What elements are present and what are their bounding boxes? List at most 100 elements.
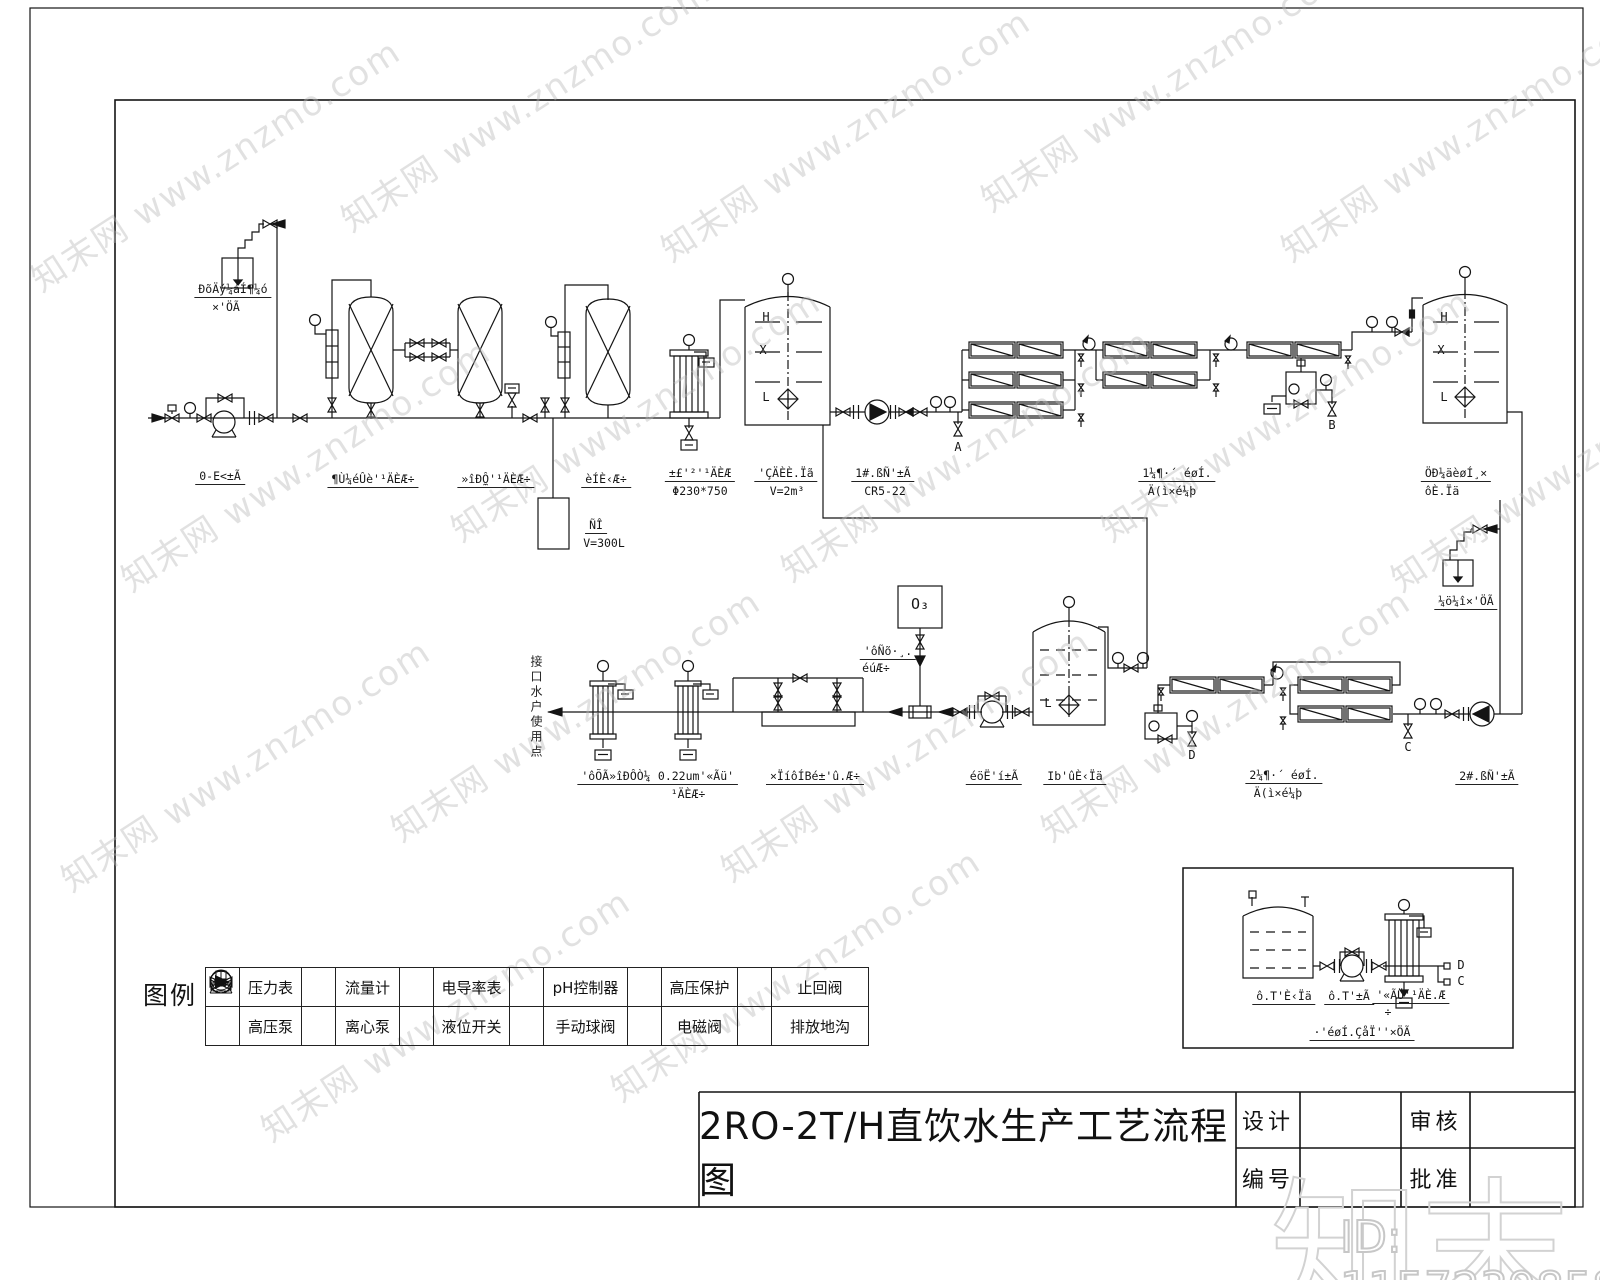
usage-point-note: 接口水户使用点 [529, 655, 543, 760]
level-high: H [1440, 310, 1448, 324]
activated-carbon-vessel [457, 296, 520, 418]
check-valve-icon [209, 968, 772, 1006]
media-filter-vessel [292, 279, 394, 423]
level-low: L [762, 390, 770, 404]
legend-row: 高压泵 离心泵 LS 液位开关 手动球阀 电磁阀 排放地沟 [206, 969, 868, 1045]
pipe-transfer [822, 425, 1148, 668]
level-high: H [762, 310, 770, 324]
label-product-tank: Ib'ûÈ‹Ïä [1043, 769, 1107, 785]
label-pure-tank: 'ÇÄÈÈ.Ïã [754, 466, 818, 482]
flocculant-dosing-unit [221, 219, 286, 418]
pure-water-tank [744, 272, 831, 426]
label-ro-stage1: 1¼¶·´ éøÍ. [1138, 466, 1216, 482]
approve-label: 批准 [1409, 1167, 1462, 1193]
label-cip-filter-2: ÷ [1384, 1005, 1392, 1019]
legend-label: 高压保护 [662, 968, 738, 1006]
softener-vessel [540, 284, 631, 418]
raw-water-pump [211, 410, 237, 438]
level-switch-icon: LS [209, 970, 434, 1045]
legend-label: 液位开关 [434, 1007, 510, 1045]
label-intermediate-tank: ÖÐ¼äèøÍ¸× [1420, 466, 1492, 482]
ozone-symbol: O₃ [910, 595, 930, 613]
ro-stage1 [961, 297, 1423, 428]
valve-manifold [393, 338, 458, 362]
cip-terminal-d: D [1457, 958, 1465, 972]
label-ro-stage2-2: Ä(ì×é¼þ [1253, 786, 1303, 800]
review-label: 审核 [1409, 1110, 1462, 1135]
inner-border [114, 99, 1576, 1208]
hp-pump-icon [206, 970, 240, 1045]
point-a: A [954, 440, 962, 454]
alkali-dosing-unit [1442, 500, 1501, 714]
label-carbon-filter: »îÐÔ̼'¹ÄÈÆ÷ [457, 472, 535, 488]
level-mid: X [1437, 343, 1445, 357]
legend-label: 电导率表 [434, 968, 510, 1006]
legend-label: 离心泵 [336, 1007, 400, 1045]
design-label: 设计 [1241, 1110, 1294, 1135]
label-alkali-dosing: ¼ö¼î×'ÖÃ [1434, 594, 1498, 610]
circulation-pump [979, 700, 1005, 728]
level-mid: X [759, 343, 767, 357]
cip-inset [1182, 867, 1514, 1049]
legend-label: 高压泵 [240, 1007, 302, 1045]
label-pure-tank-volume: V=2m³ [769, 484, 805, 498]
label-salt-tank: ÑÎ [585, 518, 607, 534]
ozone-generator [897, 585, 943, 706]
label-hp-pump1: 1#.ßÑ'±Ã [851, 466, 915, 482]
label-cip-tank: ô.T'È‹Ïä [1252, 989, 1316, 1005]
label-media-filter: ¶Ù¼éÛè'¹ÄÈÆ÷ [327, 472, 419, 488]
hp-pump-2 [1469, 701, 1495, 727]
label-salt-volume: V=300L [583, 536, 625, 550]
label-softener: èÍÈ‹Æ÷ [581, 472, 631, 488]
label-ozone: 'ôÑõ·¸. [859, 644, 917, 660]
point-b: B [1328, 418, 1336, 432]
product-tank [1032, 595, 1106, 726]
ball-valve-icon [209, 976, 544, 1045]
point-d: D [1188, 748, 1196, 762]
drain-icon [212, 971, 772, 1045]
security-filter [669, 333, 715, 451]
label-hp-pump1-model: CR5-22 [864, 484, 906, 498]
uv-sterilizer [732, 673, 864, 727]
label-cip-caption: ·'éøÍ.ÇåÏ''×ÖÃ [1309, 1025, 1415, 1041]
drawing-title: 2RO-2T/H直饮水生产工艺流程图 [699, 1104, 1229, 1202]
label-uv-sterilizer: ×ÏíôÍBé±'û.Æ÷ [765, 769, 865, 785]
ro-stage2 [1098, 626, 1401, 747]
filter-022um [674, 659, 719, 761]
label-dosing1-2: ×'ÖÃ [212, 300, 240, 314]
label-hp-pump2: 2#.ßÑ'±Ã [1455, 769, 1519, 785]
label-cip-pump: ô.T'±Ã [1324, 989, 1374, 1005]
label-security-size: Φ230*750 [672, 484, 728, 498]
legend-title: 图例 [143, 981, 198, 1010]
point-c: C [1404, 740, 1412, 754]
legend-label: 压力表 [240, 968, 302, 1006]
label-raw-water-pump: 0-E<±Ã [195, 469, 245, 485]
label-filter022: 0.22um'«Ãü' [653, 769, 739, 785]
intermediate-tank [1422, 265, 1523, 714]
legend-label: 流量计 [336, 968, 400, 1006]
label-security-filter: ±£'²'¹ÄÈÆ [664, 466, 736, 482]
level-low: L [1044, 696, 1052, 710]
legend-row: PI 压力表 FI 流量计 CI 电导率表 pH pH控制器 HPS 高压保护 … [206, 968, 868, 1006]
label-carbon-polish: 'ôÕÃ»îÐÔÒ¼ [577, 769, 655, 785]
label-intermediate-tank-2: ôÈ.Ïä [1424, 484, 1460, 498]
legend-label: 排放地沟 [789, 1017, 850, 1036]
label-ozone-2: éúÆ÷ [862, 661, 890, 675]
legend-label: pH控制器 [544, 968, 628, 1006]
legend-label: 电磁阀 [662, 1007, 738, 1045]
carbon-polish-filter [589, 659, 634, 761]
salt-tank [537, 418, 570, 550]
number-label: 编号 [1241, 1167, 1294, 1193]
label-ro-stage2: 2¼¶·´ éøÍ. [1245, 768, 1323, 784]
level-low: L [1440, 390, 1448, 404]
pipe-feed [148, 299, 745, 419]
title-block-grid [698, 1091, 1575, 1207]
solenoid-valve-icon [210, 970, 662, 1045]
ph-controller-icon: pH [209, 968, 544, 1006]
label-cip-filter: '«ÃÜ'¹ÄÈ.Æ [1372, 988, 1450, 1004]
flow-meter-icon: FI [209, 968, 336, 1006]
hp-protection-icon: HPS [209, 968, 662, 1006]
conductivity-meter-icon: CI [209, 968, 434, 1006]
